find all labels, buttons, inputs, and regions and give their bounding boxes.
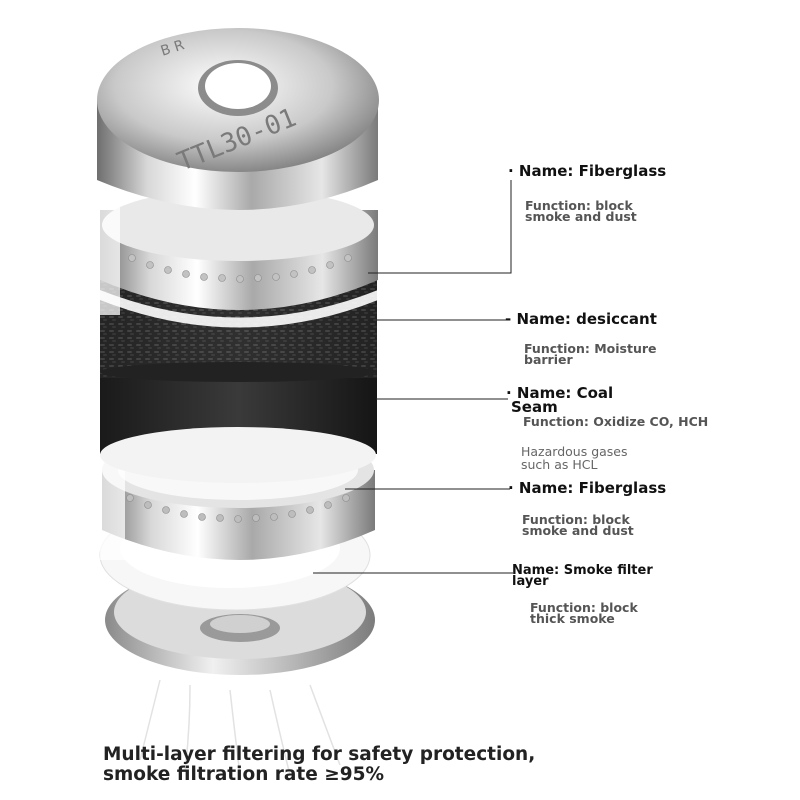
name-line: · Name: Coal — [506, 384, 614, 402]
caption-line: smoke filtration rate ≥95% — [103, 764, 385, 785]
name-line: Seam — [511, 398, 558, 416]
function-line: Function: Moisture — [524, 341, 657, 356]
function-line: thick smoke — [530, 611, 615, 626]
function-line: barrier — [524, 352, 573, 367]
function-line: smoke and dust — [522, 523, 634, 538]
function-line: smoke and dust — [525, 209, 637, 224]
name-line: layer — [512, 574, 549, 589]
label-name-desiccant: - Name: desiccant — [505, 310, 657, 328]
cap-engraving-small: B R — [159, 37, 187, 60]
function-line: Function: block — [522, 512, 630, 527]
extra-line: such as HCL — [521, 457, 598, 472]
label-function-desiccant: Function: Moisture barrier — [524, 341, 657, 367]
bottom-caption: Multi-layer filtering for safety protect… — [103, 745, 535, 785]
smoke-wisps — [139, 679, 341, 776]
coal-seam-layer — [100, 372, 377, 483]
label-function-fiberglass-lower: Function: block smoke and dust — [522, 512, 634, 538]
name-line: Name: Smoke filter — [512, 563, 653, 578]
function-line: Function: block — [530, 600, 638, 615]
label-name-fiberglass-lower: · Name: Fiberglass — [508, 479, 667, 497]
leader-line-fiberglass-upper — [368, 180, 512, 274]
function-line: Function: Oxidize CO, HCH — [523, 414, 709, 429]
label-function-coal-seam: Function: Oxidize CO, HCH — [523, 414, 709, 429]
label-function-smoke-filter: Function: block thick smoke — [530, 600, 638, 626]
label-name-fiberglass-upper: · Name: Fiberglass — [508, 162, 667, 180]
caption-line: Multi-layer filtering for safety protect… — [103, 744, 536, 765]
top-metal-cap: TTL30-01 B R — [97, 28, 379, 210]
function-line: Function: block — [525, 198, 633, 213]
label-name-smoke-filter: Name: Smoke filter layer — [512, 563, 653, 589]
label-function-fiberglass-upper: Function: block smoke and dust — [525, 198, 637, 224]
label-name-coal-seam: · Name: Coal Seam — [506, 384, 614, 416]
leader-lines — [313, 180, 513, 574]
fiberglass-layer-upper — [100, 189, 378, 328]
extra-line: Hazardous gases — [521, 444, 628, 459]
label-extra-coal-seam: Hazardous gases such as HCL — [521, 445, 628, 471]
